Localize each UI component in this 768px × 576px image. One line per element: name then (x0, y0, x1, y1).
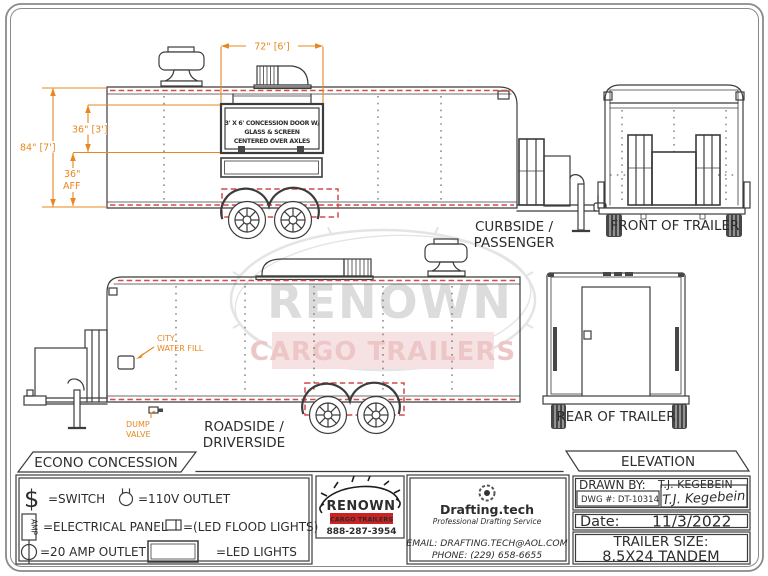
dim-aff-label: 36" (64, 169, 80, 180)
city-water-label-2: WATER FILL (157, 344, 204, 353)
roadside-view: CITY WATER FILL DUMP VALVE ROADSIDE / DR… (23, 238, 521, 451)
legend-switch-label: =SWITCH (48, 492, 105, 506)
legend: $ =SWITCH =110V OUTLET AMP =ELECTRICAL P… (15, 474, 318, 565)
panel-seams (175, 286, 453, 394)
signature: T.J. Kegebein (662, 489, 746, 508)
drawn-by-label: DRAWN BY: (579, 478, 646, 492)
dimensions: 72" [6'] 84" [7'] 36" [3'] 36" AFF (18, 39, 324, 208)
door-note-line2: GLASS & SCREEN (244, 129, 299, 136)
drafter-block: Drafting.tech Professional Drafting Serv… (406, 474, 570, 565)
concession-door: 3' X 6' CONCESSION DOOR W/ GLASS & SCREE… (219, 93, 325, 178)
title-block: DRAWN BY: T.J. KEGEBEIN DWG #: DT-10314 … (572, 475, 751, 565)
gear-icon (478, 484, 496, 502)
wheel-icon (273, 200, 313, 240)
tire-icon (672, 404, 687, 429)
door-handle-icon (583, 330, 592, 340)
dwg-number: DWG #: DT-10314 (581, 495, 659, 505)
city-water-fill-port (117, 355, 135, 370)
wheel-icon (227, 200, 267, 240)
view-type-banner: ELEVATION (564, 450, 751, 472)
dump-valve-label-1: DUMP (126, 420, 150, 429)
tail-light-icon (675, 327, 679, 371)
legend-110v-label: =110V OUTLET (138, 492, 231, 506)
city-water-label-1: CITY (157, 334, 175, 343)
tire-icon (726, 214, 742, 237)
serving-shelf (220, 157, 323, 178)
roadside-caption-1: ROADSIDE / (204, 419, 284, 435)
tail-light-icon (553, 327, 557, 371)
wheel-led-box (304, 382, 405, 416)
drafter-name: Drafting.tech (440, 502, 534, 517)
curbside-body (106, 86, 518, 209)
date-value: 11/3/2022 (652, 513, 731, 531)
door-hinge-icon (238, 146, 245, 152)
outlet-20amp-icon (20, 540, 38, 564)
view-type: ELEVATION (621, 454, 695, 470)
legend-20amp-label: =20 AMP OUTLET (40, 545, 147, 559)
led-lights-icon (147, 540, 199, 563)
outlet-110v-icon (118, 488, 134, 507)
brand-tagline-box (330, 513, 393, 524)
legend-flood-label: =(LED FLOOD LIGHTS) (183, 520, 318, 534)
drawing-title-banner: ECONO CONCESSION (16, 451, 198, 473)
drawing-title: ECONO CONCESSION (34, 455, 178, 471)
tire-icon (551, 404, 566, 429)
range-hood-icon (255, 258, 374, 281)
drafter-phone: PHONE: (229) 658-6655 (432, 550, 542, 561)
drafter-email: EMAIL: DRAFTING.TECH@AOL.COM (406, 538, 567, 549)
dim-aff-label2: AFF (63, 181, 80, 192)
curbside-caption-2: PASSENGER (474, 235, 555, 251)
wheel-icon (356, 395, 396, 435)
brand-name: RENOWN (326, 499, 395, 514)
rear-door (581, 286, 651, 399)
legend-panel-label: =ELECTRICAL PANEL (43, 520, 168, 534)
flood-light-icon (165, 519, 182, 531)
dim-door-label: 36" [3'] (72, 125, 108, 136)
front-view: FRONT OF TRAILER (597, 84, 751, 237)
dim-height-label: 84" [7'] (20, 143, 56, 154)
legend-led-label: =LED LIGHTS (216, 545, 297, 559)
tongue-assembly (23, 329, 108, 430)
generator-rack (627, 134, 721, 206)
dump-valve-icon (148, 406, 163, 414)
roof-vent-icon (158, 46, 205, 87)
brand-phone: 888-287-3954 (326, 527, 396, 537)
drafter-tagline: Professional Drafting Service (433, 517, 542, 526)
sheet-border (5, 3, 764, 572)
wheel-icon (308, 395, 348, 435)
front-rack-and-tongue (516, 138, 607, 233)
electrical-panel-icon: AMP (21, 513, 39, 541)
fender (220, 186, 320, 220)
tire-icon (606, 214, 622, 237)
door-note-line1: 3' X 6' CONCESSION DOOR W/ (225, 120, 321, 127)
watermark-name: RENOWN (267, 275, 513, 329)
roof-vent-icon (424, 238, 468, 277)
brand-tagline: CARGO TRAILERS (330, 516, 393, 524)
brand-logo: RENOWN CARGO TRAILERS 888-287-3954 (315, 475, 405, 539)
switch-icon: $ (24, 485, 39, 513)
roadside-caption-2: DRIVERSIDE (203, 435, 285, 451)
front-caption: FRONT OF TRAILER (611, 218, 740, 234)
dump-valve-label-2: VALVE (126, 430, 151, 439)
fender (301, 381, 401, 415)
rear-view: REAR OF TRAILER (542, 272, 690, 429)
roadside-body (106, 276, 521, 403)
door-hinge-icon (297, 146, 304, 152)
trailer-size-value: 8.5X24 TANDEM (602, 549, 719, 565)
svg-text:AMP: AMP (30, 519, 39, 536)
dim-width-label: 72" [6'] (254, 42, 290, 53)
door-note-line3: CENTERED OVER AXLES (234, 138, 310, 145)
date-label: Date: (580, 514, 620, 530)
curbside-caption-1: CURBSIDE / (475, 219, 553, 235)
curbside-view: 3' X 6' CONCESSION DOOR W/ GLASS & SCREE… (18, 39, 607, 251)
ac-hood-icon (253, 65, 312, 90)
trailer-size-label: TRAILER SIZE: (613, 534, 709, 550)
rear-caption: REAR OF TRAILER (556, 409, 675, 425)
watermark-band (272, 332, 494, 369)
barbed-wire-icon (320, 475, 401, 497)
